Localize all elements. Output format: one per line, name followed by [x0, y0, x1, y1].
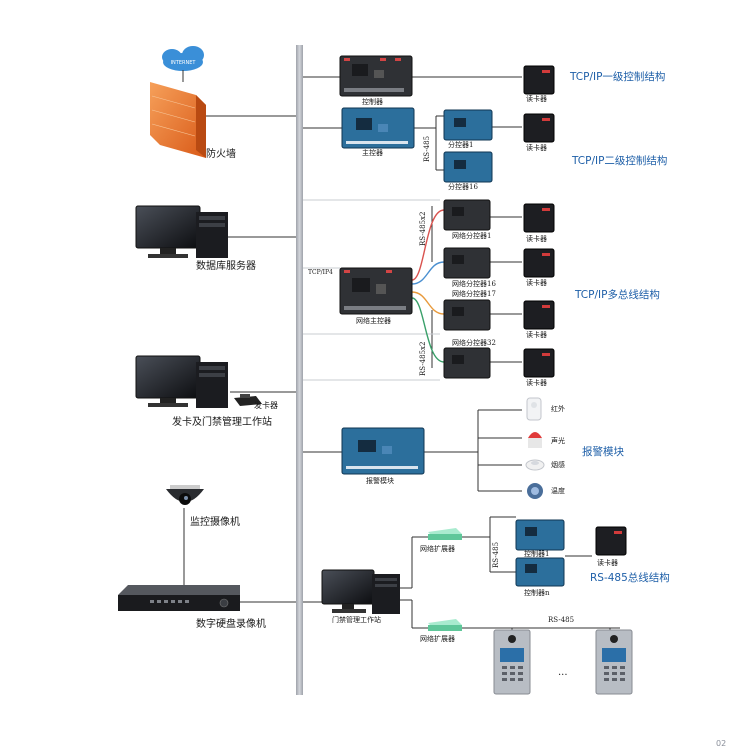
- net-sub-controller-17-icon: [443, 299, 491, 331]
- alarm-module-board-icon: [341, 427, 425, 475]
- dome-camera-icon: [166, 485, 204, 505]
- main-controller-board-icon: [341, 107, 415, 149]
- smoke-detector-icon: [525, 459, 545, 471]
- net-extender-1-label: 网络扩展器: [420, 545, 455, 553]
- reader-label-1: 读卡器: [526, 95, 547, 103]
- rs485-bus-label: RS-485: [492, 541, 500, 568]
- net-sub-controller-1-icon: [443, 199, 491, 231]
- infrared-sensor-icon: [526, 397, 542, 421]
- net-sub-17-label: 网络分控器17: [452, 290, 496, 298]
- card-reader-icons: [523, 65, 627, 556]
- net-sub-16-label: 网络分控器16: [452, 280, 496, 288]
- temperature-sensor-icon: [527, 483, 543, 499]
- card-issuer-label: 发卡器: [254, 401, 278, 410]
- infrared-label: 红外: [551, 405, 565, 413]
- sub-controller-1-label: 分控器1: [448, 141, 474, 149]
- controller-board-icon: [339, 55, 413, 97]
- card-station-label: 发卡及门禁管理工作站: [172, 417, 272, 428]
- card-reader-icon-5: [523, 300, 555, 330]
- page-number: 02: [716, 739, 727, 748]
- tcpip-label: TCP/IP4: [308, 269, 333, 276]
- net-main-controller-board-icon: [339, 267, 413, 315]
- title-rs485-bus: RS-485总线结构: [590, 572, 670, 584]
- rs485-level2-label: RS-485: [423, 135, 431, 162]
- main-controller-label: 主控器: [362, 149, 383, 157]
- sound-light-alarm-icon: [528, 432, 542, 448]
- reader-label-7: 读卡器: [597, 559, 618, 567]
- card-reader-icon-1: [523, 65, 555, 95]
- camera-label: 监控摄像机: [190, 517, 240, 528]
- net-sub-32-label: 网络分控器32: [452, 339, 496, 347]
- rs485-intercom-label: RS-485: [548, 616, 575, 624]
- net-sub-controller-16-icon: [443, 247, 491, 279]
- firewall-label: 防火墙: [206, 149, 236, 160]
- title-tcp-level1: TCP/IP一级控制结构: [570, 71, 666, 83]
- title-tcp-multibus: TCP/IP多总线结构: [575, 289, 660, 301]
- internet-cloud-icon: [162, 46, 204, 71]
- card-issuer-icon: [234, 394, 262, 406]
- title-alarm: 报警模块: [582, 446, 624, 458]
- door-intercom-panel-2-icon: [595, 629, 633, 695]
- sound-light-label: 声光: [551, 437, 565, 445]
- temperature-label: 温度: [551, 487, 565, 495]
- card-reader-icon-3: [523, 203, 555, 233]
- net-sub-1-label: 网络分控器1: [452, 232, 492, 240]
- sub-controller-16-board-icon: [443, 151, 493, 183]
- net-main-controller-label: 网络主控器: [356, 317, 391, 325]
- reader-label-5: 读卡器: [526, 331, 547, 339]
- net-extender-2-label: 网络扩展器: [420, 635, 455, 643]
- title-tcp-level2: TCP/IP二级控制结构: [572, 155, 668, 167]
- reader-label-3: 读卡器: [526, 235, 547, 243]
- ellipsis-label: ...: [558, 667, 568, 678]
- controller-1-label: 控制器1: [524, 550, 550, 558]
- net-extender-1-icon: [428, 528, 462, 540]
- controller-n-label: 控制器n: [524, 589, 550, 597]
- controller-1-board-icon: [515, 519, 565, 551]
- access-station-computer-icon: [321, 569, 400, 614]
- controller-label: 控制器: [362, 98, 383, 106]
- smoke-label: 烟感: [551, 461, 565, 469]
- access-station-label: 门禁管理工作站: [332, 616, 381, 624]
- reader-label-4: 读卡器: [526, 279, 547, 287]
- rs485x2-bottom-label: RS-485x2: [419, 341, 427, 376]
- dvr-icon: [118, 585, 240, 611]
- cloud-label: INTERNET: [171, 60, 197, 66]
- db-server-label: 数据库服务器: [196, 261, 256, 272]
- db-server-icon: [135, 205, 228, 258]
- rs485x2-top-label: RS-485x2: [419, 211, 427, 246]
- card-reader-icon-2: [523, 113, 555, 143]
- alarm-module-label: 报警模块: [366, 477, 394, 485]
- controller-n-board-icon: [515, 557, 565, 587]
- sub-controller-16-label: 分控器16: [448, 183, 478, 191]
- net-extender-2-icon: [428, 619, 462, 631]
- network-backbone: [296, 45, 303, 695]
- dvr-label: 数字硬盘录像机: [196, 619, 266, 630]
- sub-controller-1-board-icon: [443, 109, 493, 141]
- card-reader-icon-4: [523, 248, 555, 278]
- card-reader-icon-6: [523, 348, 555, 378]
- card-station-computer-icon: [135, 355, 228, 408]
- card-reader-icon-7: [595, 526, 627, 556]
- door-intercom-panel-1-icon: [493, 629, 531, 695]
- firewall-icon: [150, 82, 206, 158]
- reader-label-6: 读卡器: [526, 379, 547, 387]
- net-sub-controller-32-icon: [443, 347, 491, 379]
- reader-label-2: 读卡器: [526, 144, 547, 152]
